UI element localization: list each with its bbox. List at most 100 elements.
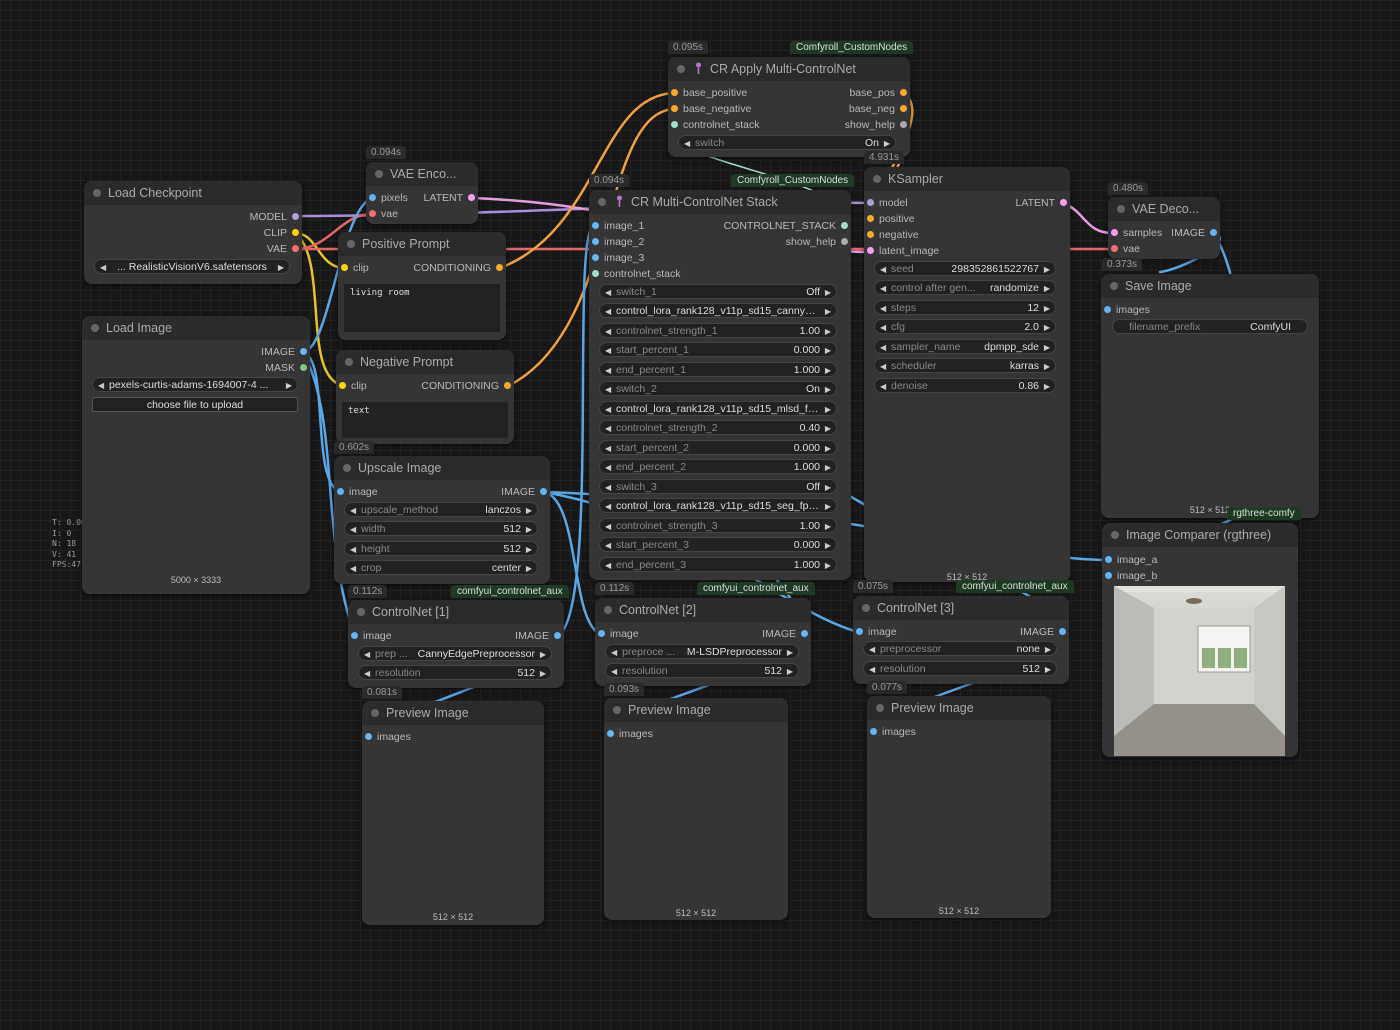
input-image-1[interactable]: image_1 [589, 218, 644, 234]
input-images[interactable]: images [604, 726, 653, 742]
input-base-negative[interactable]: base_negative [668, 101, 751, 117]
output-image[interactable]: IMAGE [1020, 624, 1069, 640]
input-vae[interactable]: vae [366, 206, 398, 222]
input-positive[interactable]: positive [864, 211, 915, 227]
collapse-dot-icon[interactable] [357, 608, 365, 616]
input-image-a[interactable]: image_a [1102, 552, 1157, 568]
output-controlnet-stack[interactable]: CONTROLNET_STACK [724, 218, 851, 234]
collapse-dot-icon[interactable] [862, 604, 870, 612]
input-image[interactable]: image [348, 628, 392, 644]
output-model[interactable]: MODEL [250, 209, 302, 225]
ksampler-node[interactable]: KSampler model positive negative latent_… [864, 167, 1070, 582]
upscale-image-node[interactable]: Upscale Image image IMAGE ◀upscale_metho… [334, 456, 550, 584]
collapse-dot-icon[interactable] [598, 198, 606, 206]
collapse-dot-icon[interactable] [345, 358, 353, 366]
positive-prompt-node[interactable]: Positive Prompt clip CONDITIONING living… [338, 232, 506, 340]
output-conditioning[interactable]: CONDITIONING [413, 260, 506, 276]
node-title[interactable]: VAE Enco... [366, 162, 478, 186]
node-title[interactable]: Load Image [82, 316, 310, 340]
output-mask[interactable]: MASK [265, 360, 310, 376]
output-image[interactable]: IMAGE [1171, 225, 1220, 241]
input-images[interactable]: images [1101, 302, 1150, 318]
input-image[interactable]: image [595, 626, 639, 642]
node-title[interactable]: Positive Prompt [338, 232, 506, 256]
input-image[interactable]: image [334, 484, 378, 500]
load-checkpoint-node[interactable]: Load Checkpoint MODEL CLIP VAE ◀... Real… [84, 181, 302, 284]
vae-decode-node[interactable]: VAE Deco... samples vae IMAGE [1108, 197, 1220, 259]
output-base-neg[interactable]: base_neg [849, 101, 910, 117]
node-title[interactable]: Load Checkpoint [84, 181, 302, 205]
input-images[interactable]: images [362, 729, 411, 745]
preview-image-2-node[interactable]: Preview Image images 512 × 512 [604, 698, 788, 920]
collapse-dot-icon[interactable] [604, 606, 612, 614]
image-combo[interactable]: ◀pexels-curtis-adams-1694007-4 ...▶ [92, 377, 298, 392]
prompt-textarea[interactable]: living room [344, 284, 500, 332]
node-title[interactable]: Image Comparer (rgthree) [1102, 523, 1298, 547]
comparer-preview-image[interactable] [1114, 586, 1285, 756]
output-image[interactable]: IMAGE [515, 628, 564, 644]
preprocessor-combo[interactable]: ◀prep ...CannyEdgePreprocessor▶ [358, 646, 552, 661]
collapse-dot-icon[interactable] [1111, 531, 1119, 539]
output-base-pos[interactable]: base_pos [849, 85, 910, 101]
input-clip[interactable]: clip [336, 378, 367, 394]
node-title[interactable]: ControlNet [2] [595, 598, 811, 622]
output-clip[interactable]: CLIP [264, 225, 302, 241]
input-image-b[interactable]: image_b [1102, 568, 1157, 584]
node-title[interactable]: Upscale Image [334, 456, 550, 480]
collapse-dot-icon[interactable] [93, 189, 101, 197]
load-image-node[interactable]: Load Image IMAGE MASK ◀pexels-curtis-ada… [82, 316, 310, 594]
collapse-dot-icon[interactable] [1117, 205, 1125, 213]
node-title[interactable]: VAE Deco... [1108, 197, 1220, 221]
controlnet-3-node[interactable]: ControlNet [3] image IMAGE ◀preprocessor… [853, 596, 1069, 684]
negative-prompt-node[interactable]: Negative Prompt clip CONDITIONING text [336, 350, 514, 444]
collapse-dot-icon[interactable] [873, 175, 881, 183]
output-image[interactable]: IMAGE [501, 484, 550, 500]
input-image-2[interactable]: image_2 [589, 234, 644, 250]
collapse-dot-icon[interactable] [347, 240, 355, 248]
input-controlnet-stack[interactable]: controlnet_stack [589, 266, 680, 282]
input-model[interactable]: model [864, 195, 908, 211]
node-title[interactable]: KSampler [864, 167, 1070, 191]
cr-multi-controlnet-stack-node[interactable]: CR Multi-ControlNet Stack image_1 image_… [589, 190, 851, 580]
collapse-dot-icon[interactable] [343, 464, 351, 472]
preview-image-3-node[interactable]: Preview Image images 512 × 512 [867, 696, 1051, 918]
input-image[interactable]: image [853, 624, 897, 640]
node-title[interactable]: ControlNet [1] [348, 600, 564, 624]
collapse-dot-icon[interactable] [1110, 282, 1118, 290]
input-pixels[interactable]: pixels [366, 190, 408, 206]
input-images[interactable]: images [867, 724, 916, 740]
output-latent[interactable]: LATENT [1016, 195, 1070, 211]
preview-image-1-node[interactable]: Preview Image images 512 × 512 [362, 701, 544, 925]
ckpt-name-combo[interactable]: ◀... RealisticVisionV6.safetensors▶ [94, 259, 290, 274]
vae-encode-node[interactable]: VAE Enco... pixels vae LATENT [366, 162, 478, 224]
input-vae[interactable]: vae [1108, 241, 1140, 257]
output-vae[interactable]: VAE [267, 241, 302, 257]
control-after-generate-combo[interactable]: ◀control after gen...randomize▶ [874, 280, 1056, 295]
controlnet-2-combo[interactable]: ◀control_lora_rank128_v11p_sd15_mlsd_fp1… [599, 401, 837, 416]
input-samples[interactable]: samples [1108, 225, 1162, 241]
cr-apply-multi-controlnet-node[interactable]: CR Apply Multi-ControlNet base_positive … [668, 57, 910, 157]
prompt-textarea[interactable]: text [342, 402, 508, 438]
output-image[interactable]: IMAGE [762, 626, 811, 642]
